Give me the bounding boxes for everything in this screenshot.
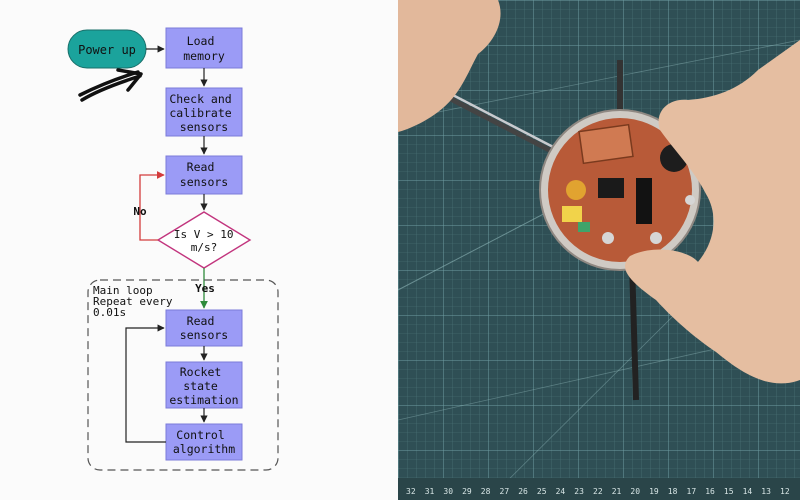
ruler-strip xyxy=(398,478,800,500)
ruler-number: 31 xyxy=(425,487,435,496)
ruler-number: 14 xyxy=(743,487,753,496)
state-estimation-box xyxy=(165,361,243,409)
flowchart-diagram: Power up Load memory Check and calibrate xyxy=(67,27,279,471)
flight-computer-photo: 32 31 30 29 28 27 26 25 24 23 22 21 20 19 18 17 16 15 14 13… xyxy=(398,0,800,500)
start-label: Power up xyxy=(78,43,136,57)
control-algorithm-label: Control algorithm xyxy=(173,428,235,456)
ruler-number: 13 xyxy=(761,487,771,496)
ruler-number: 29 xyxy=(462,487,472,496)
main-loop-label: Main loop Repeat every 0.01s xyxy=(93,284,179,319)
load-memory-box xyxy=(165,27,243,69)
flowchart-panel: Power up Load memory Check and calibrate xyxy=(0,0,398,500)
ruler-number: 20 xyxy=(630,487,640,496)
ruler-number: 15 xyxy=(724,487,734,496)
read-sensors-box-1 xyxy=(165,155,243,195)
loop-back-arrow xyxy=(125,324,166,443)
state-estimation-label: Rocket state estimation xyxy=(169,365,238,407)
no-branch-arrow xyxy=(139,171,165,241)
ruler-numbers: 32 31 30 29 28 27 26 25 24 23 22 21 20 19 18 17 16 15 14 13… xyxy=(406,487,790,496)
ruler-number: 30 xyxy=(443,487,453,496)
ruler-number: 17 xyxy=(687,487,697,496)
yes-label: Yes xyxy=(195,282,215,295)
right-hand xyxy=(625,40,800,384)
ruler-number: 22 xyxy=(593,487,603,496)
ruler-number: 12 xyxy=(780,487,790,496)
photo-panel: 32 31 30 29 28 27 26 25 24 23 22 21 20 19 18 17 16 15 14 13… xyxy=(398,0,800,500)
control-algorithm-box xyxy=(165,423,243,461)
no-label: No xyxy=(133,205,147,218)
main-loop-container xyxy=(87,279,279,471)
ruler-number: 19 xyxy=(649,487,659,496)
check-calibrate-label: Check and calibrate sensors xyxy=(169,92,238,134)
hand-drawn-arrow-icon xyxy=(78,68,143,102)
ruler-number: 16 xyxy=(705,487,715,496)
ruler-number: 23 xyxy=(574,487,584,496)
read-sensors-label-2: Read sensors xyxy=(180,314,228,342)
read-sensors-label-1: Read sensors xyxy=(180,160,228,189)
read-sensors-box-2 xyxy=(165,309,243,347)
ruler-number: 24 xyxy=(556,487,566,496)
ruler-number: 21 xyxy=(612,487,622,496)
ruler-number: 27 xyxy=(500,487,510,496)
ruler-number: 25 xyxy=(537,487,547,496)
ruler-number: 18 xyxy=(668,487,678,496)
ruler-number: 28 xyxy=(481,487,491,496)
ruler-number: 32 xyxy=(406,487,416,496)
load-memory-label: Load memory xyxy=(183,34,225,63)
left-hand xyxy=(398,0,501,132)
ruler-number: 26 xyxy=(518,487,528,496)
decision-label: Is V > 10 m/s? xyxy=(174,228,240,254)
